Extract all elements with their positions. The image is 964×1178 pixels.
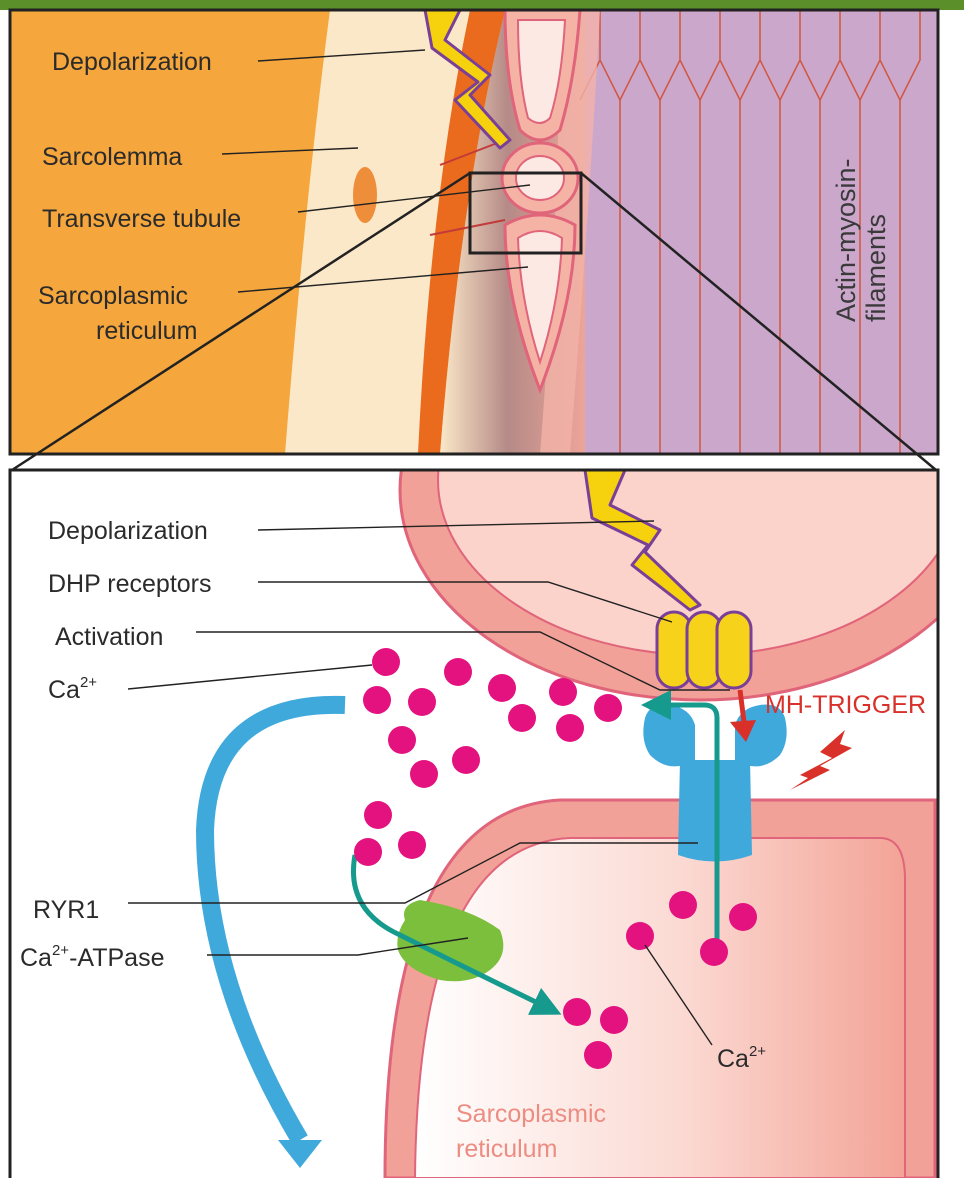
label-sr-top-line1: Sarcoplasmic — [38, 282, 188, 310]
label-dhp-receptors: DHP receptors — [48, 570, 212, 598]
label-actin-line1: Actin-myosin- — [831, 158, 861, 322]
label-depolarization-bottom: Depolarization — [48, 517, 208, 545]
label-sarcolemma: Sarcolemma — [42, 143, 182, 171]
tubule-lumen — [516, 156, 564, 200]
nucleus-shape — [353, 167, 377, 223]
dhp-receptor — [657, 612, 751, 688]
label-activation: Activation — [55, 623, 163, 651]
label-transverse-tubule: Transverse tubule — [42, 205, 241, 233]
label-mh-trigger: MH-TRIGGER — [765, 691, 926, 719]
label-depolarization-top: Depolarization — [52, 48, 212, 76]
label-ca-atpase: Ca2+-ATPase — [20, 942, 164, 972]
label-sr-top-line2: reticulum — [96, 317, 197, 345]
label-sr-bottom-line1: Sarcoplasmic — [456, 1100, 606, 1128]
label-ryr1: RYR1 — [33, 896, 99, 924]
label-actin-line2: filaments — [861, 214, 891, 322]
label-sr-bottom-line2: reticulum — [456, 1135, 557, 1163]
